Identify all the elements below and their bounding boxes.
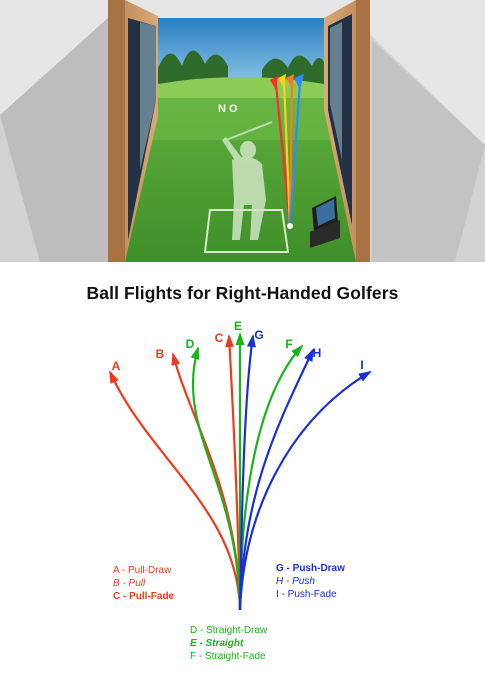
flight-arrowhead-h (304, 348, 314, 362)
flight-label-f: F (285, 337, 292, 351)
flight-arrowhead-a (109, 370, 119, 384)
flight-path-h (238, 349, 314, 610)
flight-path-g (238, 335, 255, 610)
flight-label-e: E (234, 319, 242, 333)
flight-arrowhead-b (171, 352, 181, 366)
scene-ball-flights (274, 81, 302, 226)
flight-path-d (191, 347, 242, 610)
scene-flags (270, 74, 304, 90)
legend-pull: A - Pull-Draw B - Pull C - Pull-Fade (113, 564, 174, 604)
legend-item-h: H - Push (276, 576, 315, 588)
flight-label-c: C (215, 331, 224, 345)
legend-item-g: G - Push-Draw (276, 563, 345, 574)
flight-arrowhead-c (225, 334, 235, 348)
legend-push: G - Push-Draw H - Push I - Push-Fade (276, 562, 345, 602)
legend-item-c: C - Pull-Fade (113, 591, 175, 603)
legend-item-a: A - Pull-Draw (113, 565, 172, 576)
ball-flight-diagram: A B C D E F G H I (108, 319, 372, 610)
simulator-scene: N O (0, 0, 485, 262)
flight-arrowhead-g (246, 334, 256, 348)
golfer-silhouette (222, 121, 273, 240)
flight-label-d: D (186, 337, 195, 351)
golf-ball (287, 223, 293, 229)
flight-arrowhead-f (291, 344, 304, 358)
flight-path-i (238, 371, 371, 610)
legend-item-b: B - Pull (113, 578, 146, 590)
diagram-title: Ball Flights for Right-Handed Golfers (86, 283, 399, 303)
flight-label-h: H (313, 346, 322, 360)
flight-label-a: A (112, 359, 121, 373)
flight-arrowhead-d (190, 346, 200, 360)
flight-label-b: B (156, 347, 165, 361)
flight-path-a (108, 371, 242, 610)
kiosk-monitor (310, 196, 340, 248)
legend-item-i: I - Push-Fade (276, 589, 337, 601)
legend-item-d: D - Straight-Draw (190, 625, 268, 636)
legend-straight: D - Straight-Draw E - Straight F - Strai… (190, 624, 267, 664)
legend-item-e: E - Straight (190, 638, 244, 650)
flight-path-b (171, 353, 242, 610)
flight-label-g: G (254, 328, 263, 342)
flight-arrowhead-e (235, 332, 245, 345)
simulator-room-illustration: N O (0, 0, 485, 262)
legend-item-f: F - Straight-Fade (190, 651, 266, 663)
scene-logo: N O (218, 103, 238, 115)
flight-label-i: I (360, 358, 363, 372)
flight-arrowhead-i (358, 370, 372, 382)
